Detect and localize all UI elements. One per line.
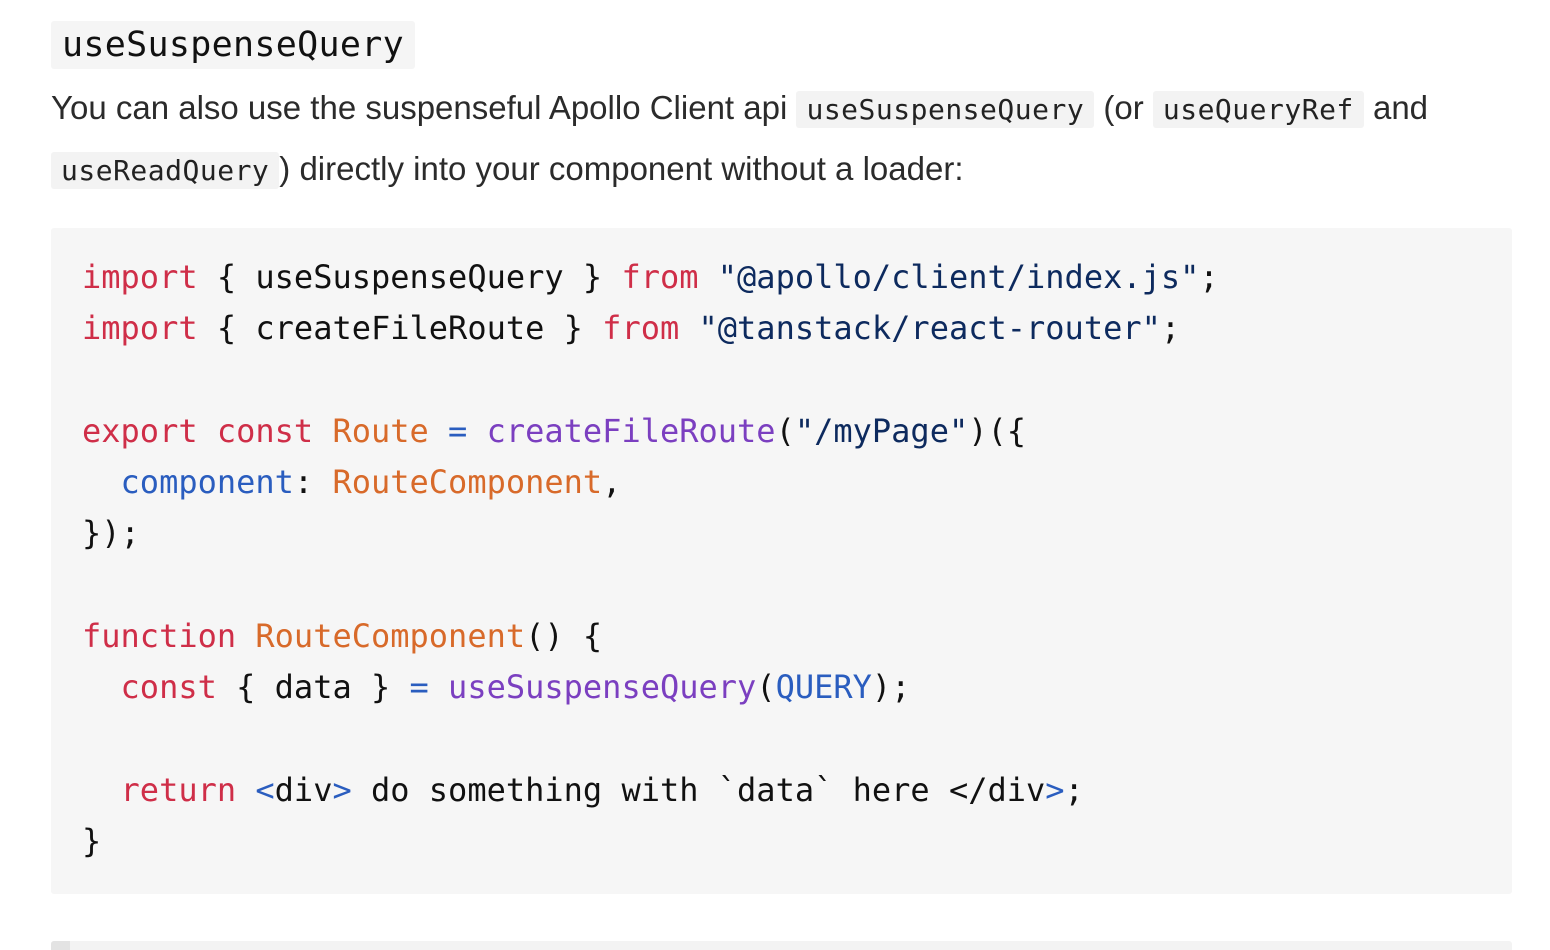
next-code-block-edge	[51, 941, 70, 950]
code-token: component	[120, 463, 294, 502]
code-line-8: function RouteComponent() {	[82, 611, 1219, 662]
code-token: >	[332, 770, 352, 809]
code-token: ;	[1160, 309, 1181, 348]
code-token: createFileRoute	[486, 411, 776, 450]
code-token: () {	[525, 617, 603, 656]
code-token: "@tanstack/react-router"	[698, 309, 1161, 348]
code-line-12: }	[82, 816, 1219, 867]
code-token	[467, 412, 486, 450]
inline-code-usereadquery: useReadQuery	[51, 152, 280, 189]
paragraph-text: and	[1363, 89, 1429, 126]
code-token	[236, 771, 255, 809]
code-token: ;	[1199, 258, 1219, 296]
code-token	[236, 617, 255, 655]
code-token: RouteComponent	[332, 463, 603, 502]
code-token: );	[871, 668, 911, 707]
code-token: "@apollo/client/index.js"	[717, 258, 1200, 296]
paragraph-text: You can also use the suspenseful Apollo …	[51, 89, 797, 126]
code-token	[82, 463, 121, 501]
code-token: RouteComponent	[255, 617, 526, 656]
code-token: { createFileRoute }	[197, 309, 603, 348]
code-line-11: return <div> do something with `data` he…	[82, 765, 1219, 816]
code-token	[429, 668, 448, 706]
code-token: });	[82, 514, 140, 553]
code-token: (	[775, 411, 795, 450]
code-token: export	[82, 411, 198, 450]
code-token: div	[274, 770, 333, 809]
code-line-7	[82, 560, 1219, 611]
code-token: ;	[1064, 770, 1084, 809]
code-token: const	[216, 411, 314, 450]
code-line-1: import { useSuspenseQuery } from "@apoll…	[82, 252, 1219, 303]
code-token: <	[255, 770, 275, 809]
code-line-9: const { data } = useSuspenseQuery(QUERY)…	[82, 662, 1219, 713]
code-line-6: });	[82, 508, 1219, 559]
code-token: }	[82, 822, 102, 861]
code-token: "/myPage"	[794, 411, 969, 450]
code-token: const	[120, 668, 217, 707]
code-token: import	[82, 258, 198, 296]
code-token: =	[409, 668, 429, 707]
code-token	[82, 668, 121, 706]
code-token: :	[293, 463, 333, 502]
code-token: Route	[332, 411, 429, 450]
paragraph-text: (or	[1094, 89, 1153, 126]
code-token	[82, 771, 121, 809]
inline-code-usesuspensequery: useSuspenseQuery	[796, 91, 1095, 128]
code-token: from	[602, 309, 680, 348]
section-heading: useSuspenseQuery	[51, 21, 415, 69]
code-token: do something with `data` here </div	[351, 770, 1046, 809]
code-token: >	[1045, 770, 1065, 809]
code-token	[198, 412, 217, 450]
code-content: import { useSuspenseQuery } from "@apoll…	[82, 252, 1219, 868]
code-line-4: export const Route = createFileRoute("/m…	[82, 406, 1219, 457]
code-token: QUERY	[775, 668, 872, 707]
code-line-3	[82, 355, 1219, 406]
next-code-block	[51, 941, 1512, 950]
code-token: (	[756, 668, 776, 707]
code-token: useSuspenseQuery	[448, 668, 757, 707]
code-token	[699, 258, 718, 296]
code-line-10	[82, 714, 1219, 765]
code-token: { useSuspenseQuery }	[197, 258, 622, 296]
code-line-2: import { createFileRoute } from "@tansta…	[82, 303, 1219, 354]
code-token: return	[120, 770, 237, 809]
code-token: { data }	[216, 668, 410, 707]
code-token	[429, 412, 448, 450]
paragraph-text: ) directly into your component without a…	[279, 150, 964, 187]
code-token	[313, 412, 332, 450]
code-token: import	[82, 309, 198, 348]
code-token	[679, 309, 698, 347]
inline-code-usequeryref: useQueryRef	[1152, 91, 1364, 128]
description-paragraph: You can also use the suspenseful Apollo …	[51, 78, 1521, 200]
code-line-5: component: RouteComponent,	[82, 457, 1219, 508]
code-token: )({	[968, 411, 1027, 450]
code-token: ,	[602, 463, 622, 502]
code-token: from	[621, 258, 699, 296]
code-block: import { useSuspenseQuery } from "@apoll…	[51, 228, 1512, 894]
code-token: function	[82, 617, 237, 656]
code-token: =	[448, 411, 468, 450]
